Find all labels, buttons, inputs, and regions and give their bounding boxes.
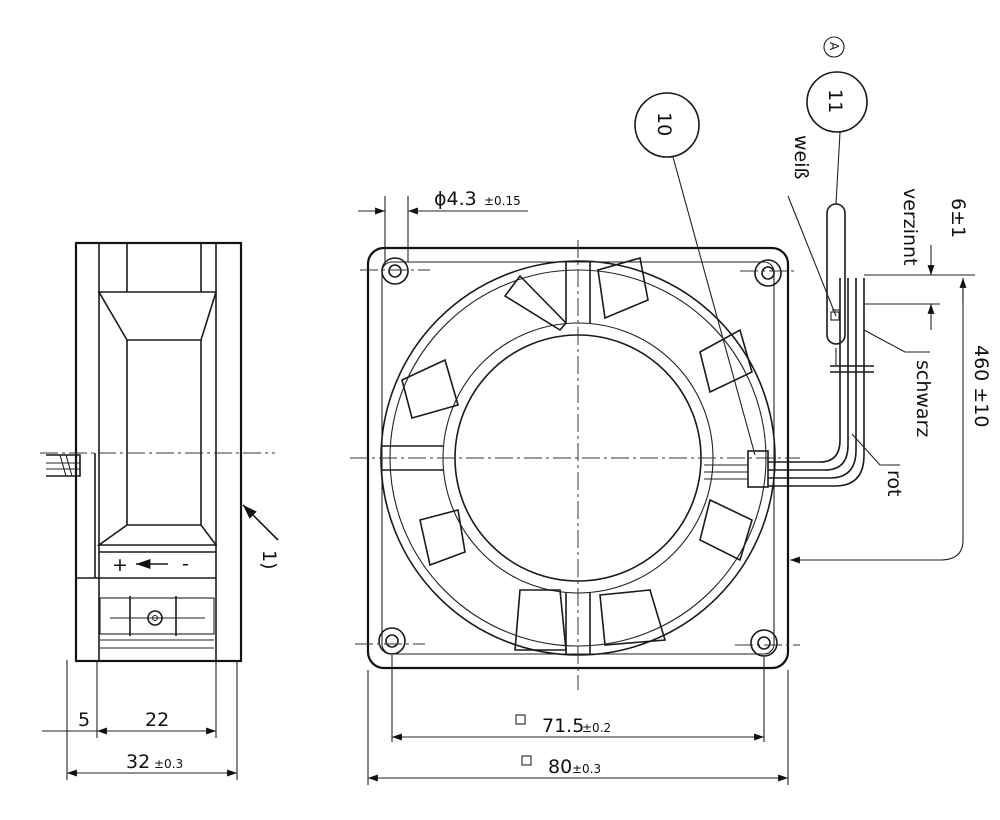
dim-width-label: 32 xyxy=(126,751,150,773)
mounting-holes xyxy=(378,257,782,657)
struts xyxy=(382,262,591,654)
balloon-11 xyxy=(806,71,868,133)
polarity-minus-label: - xyxy=(182,553,189,575)
dim-left-label: 5 xyxy=(78,709,90,731)
dim-body-label: 22 xyxy=(145,709,169,731)
hole-pitch-tol: ±0.2 xyxy=(582,721,611,735)
hole-dia-tol: ±0.15 xyxy=(484,194,521,208)
tinned-label: verzinnt xyxy=(899,188,921,266)
side-view: + - 1) 5 22 32 ±0.3 xyxy=(40,241,280,780)
cable-length-label: 460 ±10 xyxy=(970,345,992,427)
balloon-11-label: 11 xyxy=(824,89,846,113)
wire-red-label: rot xyxy=(883,470,905,496)
balloon-10-leader xyxy=(672,156,756,456)
note-1-label: 1) xyxy=(258,550,280,570)
hub-detail xyxy=(99,596,215,649)
dim-width-tol: ±0.3 xyxy=(154,757,183,771)
front-view: ϕ4.3 ±0.15 71.5 ±0.2 80 ±0.3 xyxy=(350,188,800,785)
strip-length-label: 6±1 xyxy=(947,198,969,238)
blade-upper xyxy=(97,291,218,341)
wire-black-label: schwarz xyxy=(912,360,934,437)
wire-black xyxy=(768,278,849,471)
blade-lower xyxy=(96,524,218,546)
note-leader xyxy=(242,504,279,541)
frame-size-label: 80 xyxy=(548,756,572,778)
marker-a-label: A xyxy=(827,42,841,51)
cable-assembly: 6±1 verzinnt 460 ±10 weiß schwarz rot 10… xyxy=(634,36,992,564)
frame-size-tol: ±0.3 xyxy=(572,762,601,776)
wire-red xyxy=(768,278,857,479)
balloon-10 xyxy=(634,92,700,158)
polarity-plus-label: + xyxy=(112,554,128,576)
cable-clip xyxy=(747,450,769,488)
hole-dia-label: ϕ4.3 xyxy=(434,188,477,210)
side-housing-outline xyxy=(74,241,243,663)
marker-a xyxy=(823,36,845,58)
balloon-10-label: 10 xyxy=(653,112,675,136)
fan-blades xyxy=(401,256,753,651)
cable-stub xyxy=(46,454,81,477)
hole-pitch-label: 71.5 xyxy=(542,715,584,737)
wire-white-label: weiß xyxy=(790,135,812,180)
balloon-11-leader xyxy=(835,131,841,205)
wire-white xyxy=(768,278,841,463)
tinned-wire-tip xyxy=(826,203,846,345)
